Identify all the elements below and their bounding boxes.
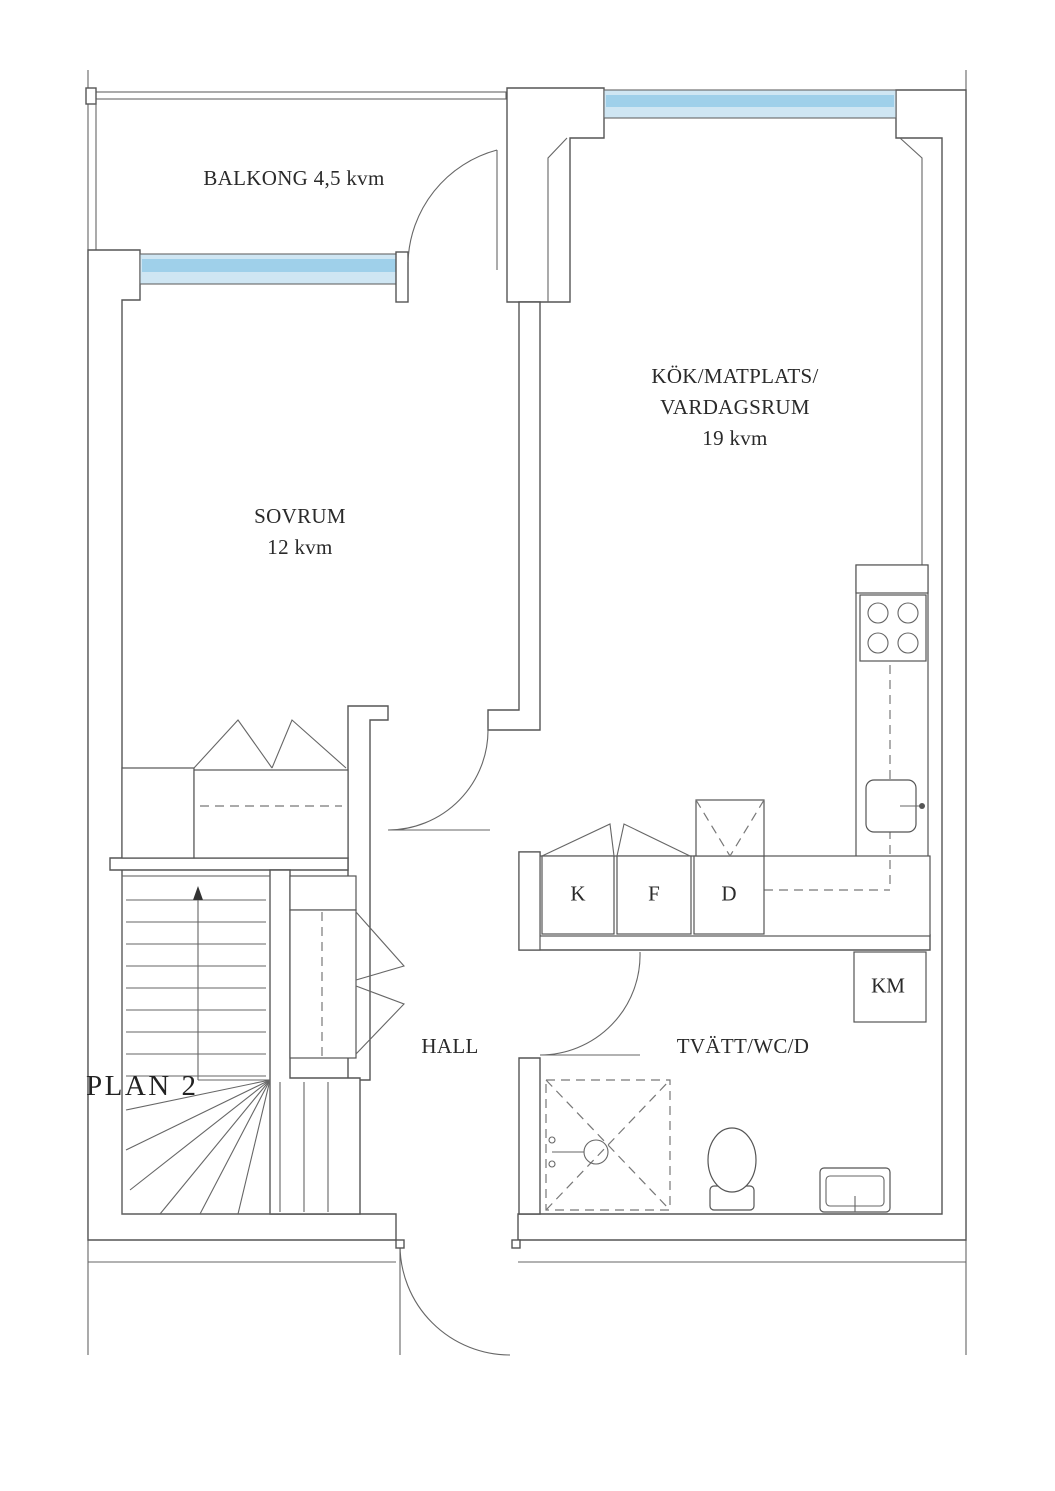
label-hall: HALL bbox=[421, 1034, 479, 1058]
label-balkong: BALKONG 4,5 kvm bbox=[203, 166, 385, 190]
label-kok-line2: VARDAGSRUM bbox=[660, 395, 810, 419]
exterior-walls bbox=[87, 87, 967, 1241]
label-appliance-f: F bbox=[648, 881, 660, 906]
stair-winder bbox=[125, 1079, 271, 1151]
label-appliance-k: K bbox=[570, 881, 586, 906]
kitchen-counter bbox=[518, 564, 931, 951]
stair-winder bbox=[199, 1079, 271, 1215]
windows bbox=[139, 89, 897, 303]
hall-wardrobe bbox=[289, 875, 405, 1059]
stair-winder bbox=[129, 1079, 271, 1191]
laundry-fixtures bbox=[545, 951, 927, 1213]
doors bbox=[387, 149, 641, 1356]
stair-winder bbox=[237, 1079, 271, 1215]
label-appliance-km: KM bbox=[871, 973, 905, 998]
label-appliance-d: D bbox=[721, 881, 737, 906]
label-kok-line1: KÖK/MATPLATS/ bbox=[651, 364, 819, 388]
interior-walls bbox=[109, 301, 931, 1215]
balcony-railing bbox=[85, 87, 507, 250]
bedroom-wardrobes bbox=[121, 719, 349, 859]
plan-title: PLAN 2 bbox=[86, 1070, 199, 1102]
label-sovrum-area: 12 kvm bbox=[267, 535, 333, 559]
stair-winder bbox=[159, 1079, 271, 1215]
stair-winder bbox=[125, 1079, 271, 1111]
label-kok-area: 19 kvm bbox=[702, 426, 768, 450]
staircase bbox=[121, 875, 329, 1215]
label-sovrum-name: SOVRUM bbox=[254, 504, 346, 528]
label-tvatt: TVÄTT/WC/D bbox=[676, 1034, 810, 1058]
stair-steps bbox=[125, 899, 329, 1215]
